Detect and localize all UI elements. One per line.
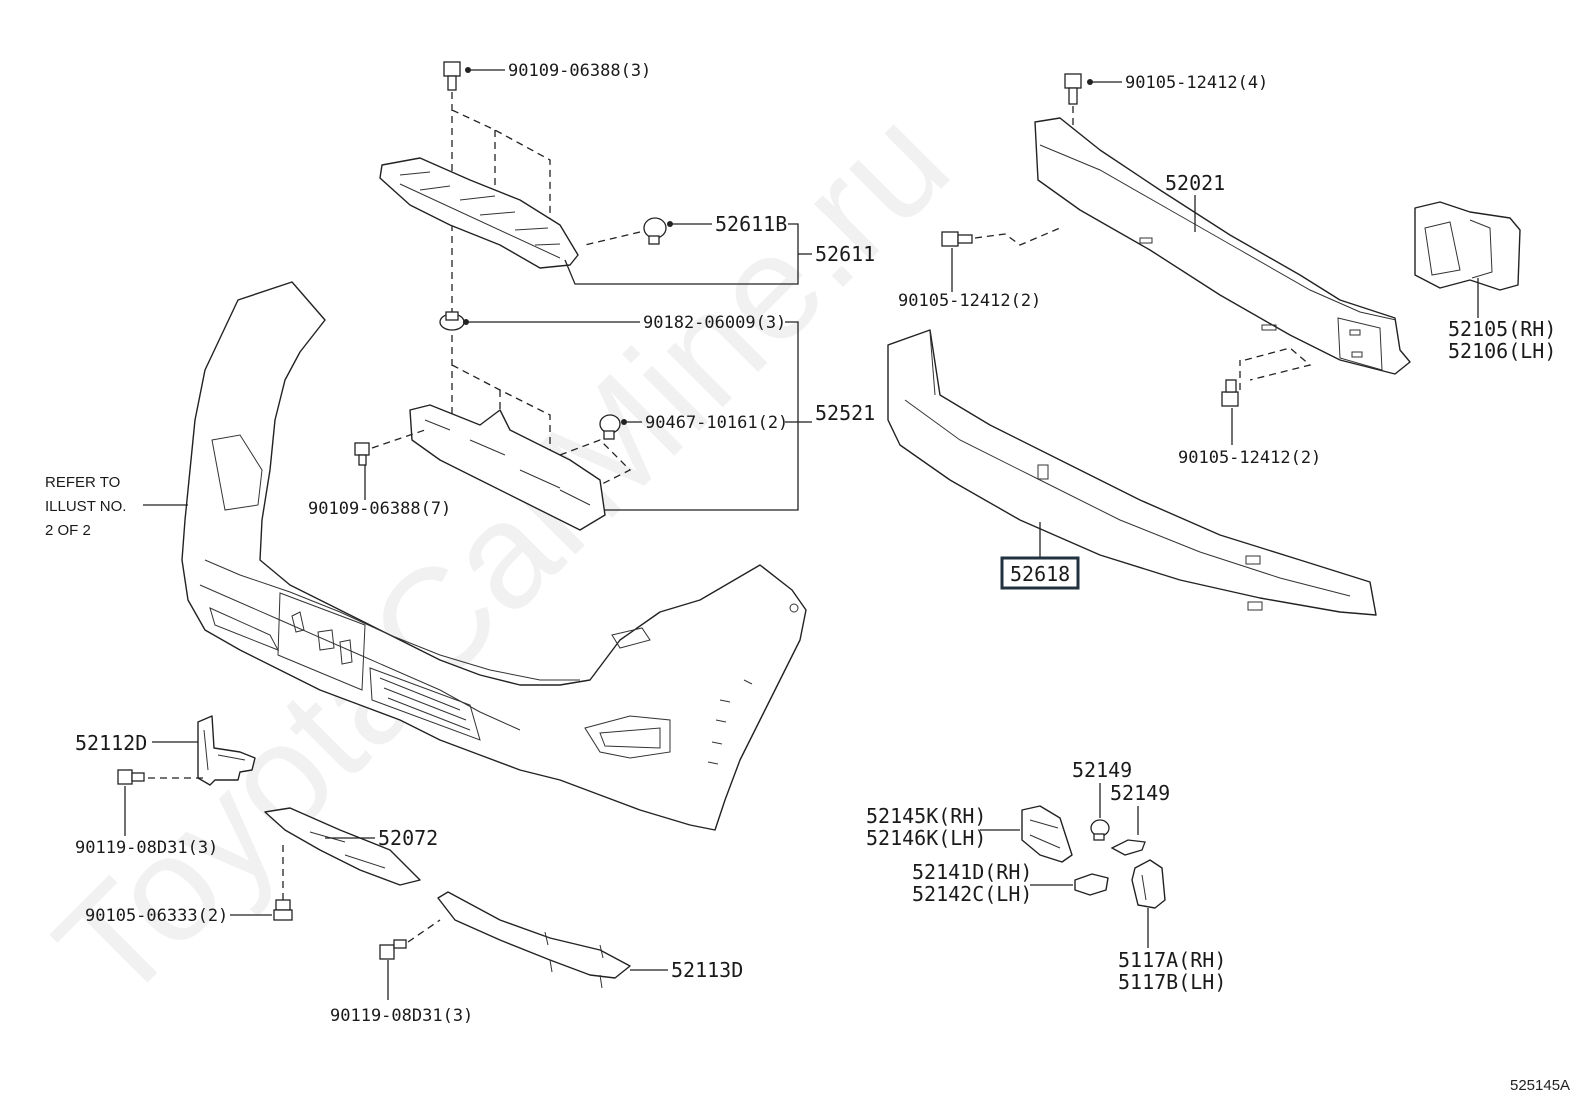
group-bracket-52521-line bbox=[600, 321, 799, 511]
support-52113D[interactable]: 52113D bbox=[437, 891, 743, 989]
label-90182-06009-3: 90182-06009(3) bbox=[643, 313, 786, 333]
absorber-52618[interactable] bbox=[887, 329, 1377, 616]
label-52611: 52611 bbox=[815, 242, 875, 266]
label-90109-06388-3: 90109-06388(3) bbox=[508, 61, 651, 81]
label-90467-10161-2: 90467-10161(2) bbox=[645, 413, 788, 433]
refer-to-note: REFER TO ILLUST NO. 2 OF 2 bbox=[45, 474, 188, 539]
label-52072: 52072 bbox=[378, 826, 438, 850]
bolt-90119-08D31-3-upper[interactable]: 90119-08D31(3) bbox=[75, 769, 218, 858]
label-52142C-lh: 52142C(LH) bbox=[912, 882, 1032, 906]
note-line-3: 2 OF 2 bbox=[45, 522, 91, 539]
bolt-90109-06388-7[interactable]: 90109-06388(7) bbox=[308, 429, 451, 519]
bracket-5117A-5117B[interactable]: 5117A(RH) 5117B(LH) bbox=[1118, 859, 1226, 994]
cover-52072[interactable]: 52072 bbox=[264, 807, 438, 886]
dash-52611B bbox=[584, 231, 641, 246]
label-90119-08D31-3-upper: 90119-08D31(3) bbox=[75, 838, 218, 858]
support-52112D[interactable]: 52112D bbox=[75, 715, 256, 786]
retainer-52149-a[interactable] bbox=[1090, 783, 1110, 841]
bolt-90109-06388-3[interactable]: 90109-06388(3) bbox=[443, 61, 651, 91]
label-52146K-lh: 52146K(LH) bbox=[866, 826, 986, 850]
retainer-52149-b[interactable] bbox=[1110, 806, 1146, 856]
label-52105-rh: 52105(RH) bbox=[1448, 317, 1556, 341]
label-90105-06333-2: 90105-06333(2) bbox=[85, 906, 228, 926]
label-52145K-rh: 52145K(RH) bbox=[866, 804, 986, 828]
note-line-1: REFER TO bbox=[45, 474, 120, 491]
label-52021: 52021 bbox=[1165, 171, 1225, 195]
label-90105-12412-2-left: 90105-12412(2) bbox=[898, 291, 1041, 311]
bolt-90105-12412-2-left[interactable]: 90105-12412(2) bbox=[898, 227, 1061, 311]
retainer-52521[interactable] bbox=[409, 404, 606, 531]
bracket-52105-52106[interactable]: 52105(RH) 52106(LH) bbox=[1414, 201, 1556, 363]
group-bracket-52611: 52611 bbox=[564, 223, 875, 285]
highlight-52618 bbox=[1000, 556, 1080, 590]
bolt-90119-08D31-3-lower[interactable]: 90119-08D31(3) bbox=[330, 919, 473, 1026]
label-52149-b: 52149 bbox=[1110, 781, 1170, 805]
label-90105-12412-4: 90105-12412(4) bbox=[1125, 73, 1268, 93]
label-52113D: 52113D bbox=[671, 958, 743, 982]
bolt-90105-12412-2-lower[interactable]: 90105-12412(2) bbox=[1178, 347, 1321, 468]
bolt-90105-12412-4[interactable]: 90105-12412(4) bbox=[1064, 73, 1268, 105]
label-5117A-rh: 5117A(RH) bbox=[1118, 948, 1226, 972]
label-52106-lh: 52106(LH) bbox=[1448, 339, 1556, 363]
label-52611B: 52611B bbox=[715, 212, 787, 236]
reinforcement-52021[interactable] bbox=[1034, 117, 1411, 375]
bracket-52141D-52142C[interactable]: 52141D(RH) 52142C(LH) bbox=[912, 860, 1109, 906]
bracket-52611[interactable] bbox=[379, 157, 579, 269]
clip-90467-10161-2[interactable]: 90467-10161(2) bbox=[599, 413, 788, 440]
label-90119-08D31-3-lower: 90119-08D31(3) bbox=[330, 1006, 473, 1026]
label-52521: 52521 bbox=[815, 401, 875, 425]
nut-90182-06009-3[interactable]: 90182-06009(3) bbox=[439, 311, 786, 333]
label-52149-a: 52149 bbox=[1072, 758, 1132, 782]
label-90105-12412-2-lower: 90105-12412(2) bbox=[1178, 448, 1321, 468]
note-line-2: ILLUST NO. bbox=[45, 498, 126, 515]
bolt-90105-06333-2[interactable]: 90105-06333(2) bbox=[85, 845, 293, 926]
label-90109-06388-7: 90109-06388(7) bbox=[308, 499, 451, 519]
clip-52611B[interactable]: 52611B bbox=[643, 212, 787, 245]
figure-code: 525145A bbox=[1510, 1077, 1570, 1094]
bracket-52145K-52146K[interactable]: 52145K(RH) 52146K(LH) bbox=[866, 804, 1073, 863]
label-52141D-rh: 52141D(RH) bbox=[912, 860, 1032, 884]
label-52618: 52618 bbox=[1010, 562, 1070, 586]
label-5117B-lh: 5117B(LH) bbox=[1118, 970, 1226, 994]
assembly-dash-lines-mid bbox=[451, 335, 632, 491]
label-52112D: 52112D bbox=[75, 731, 147, 755]
front-bumper-cover[interactable] bbox=[181, 281, 807, 831]
